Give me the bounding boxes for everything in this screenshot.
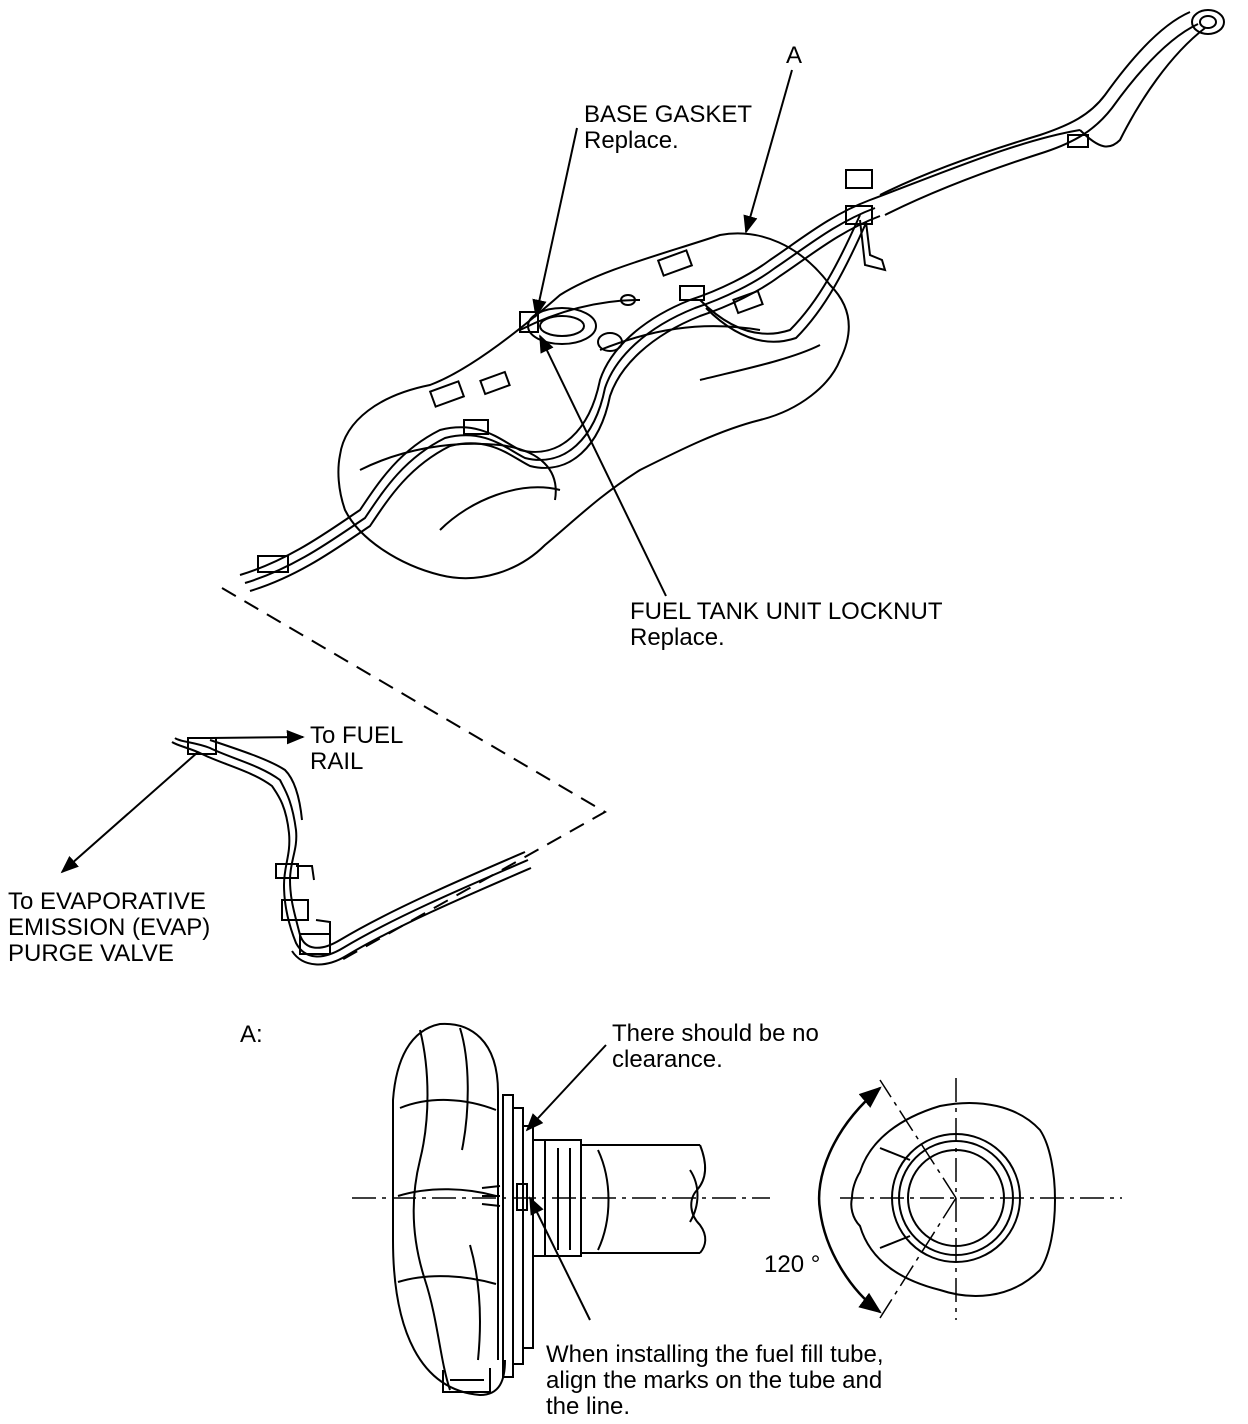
detail-a-end-view bbox=[850, 1102, 1056, 1297]
centerlines bbox=[352, 1078, 1122, 1320]
leader-fuel-rail bbox=[209, 729, 305, 745]
locknut-note: Replace. bbox=[630, 624, 725, 651]
callout-leaders bbox=[60, 69, 793, 1321]
evap-label-line3: PURGE VALVE bbox=[8, 940, 174, 967]
clearance-label-line2: clearance. bbox=[612, 1046, 723, 1073]
leader-install bbox=[529, 1196, 591, 1321]
fuel-lines bbox=[239, 129, 1081, 592]
base-gasket-label: BASE GASKET bbox=[584, 101, 753, 128]
locknut-label: FUEL TANK UNIT LOCKNUT bbox=[630, 598, 943, 625]
evap-label-line2: EMISSION (EVAP) bbox=[8, 914, 211, 941]
install-note-line2: align the marks on the tube and bbox=[546, 1367, 883, 1394]
clearance-label-line1: There should be no bbox=[612, 1020, 819, 1047]
install-note-line1: When installing the fuel fill tube, bbox=[546, 1341, 884, 1368]
fuel-fill-tube bbox=[859, 9, 1225, 272]
install-note-line3: the line. bbox=[546, 1393, 631, 1420]
evap-label-line1: To EVAPORATIVE bbox=[8, 888, 206, 915]
lower-fuel-lines bbox=[171, 737, 532, 966]
detail-a-label: A: bbox=[240, 1021, 263, 1048]
detail-a-tank-section bbox=[392, 1022, 534, 1397]
angle-label: 120 ° bbox=[764, 1251, 821, 1278]
leader-evap bbox=[60, 751, 199, 874]
leader-clearance bbox=[525, 1044, 607, 1132]
angle-arc bbox=[817, 1086, 882, 1314]
callout-a-label: A bbox=[786, 42, 803, 69]
base-gasket-note: Replace. bbox=[584, 127, 679, 154]
leader-locknut bbox=[539, 334, 667, 597]
leader-a bbox=[743, 69, 793, 234]
leader-base-gasket bbox=[532, 127, 578, 318]
fuel-rail-label-line1: To FUEL bbox=[310, 722, 404, 749]
fuel-rail-label-line2: RAIL bbox=[310, 748, 364, 775]
fuel-tank bbox=[337, 232, 850, 580]
break-line bbox=[221, 587, 608, 963]
